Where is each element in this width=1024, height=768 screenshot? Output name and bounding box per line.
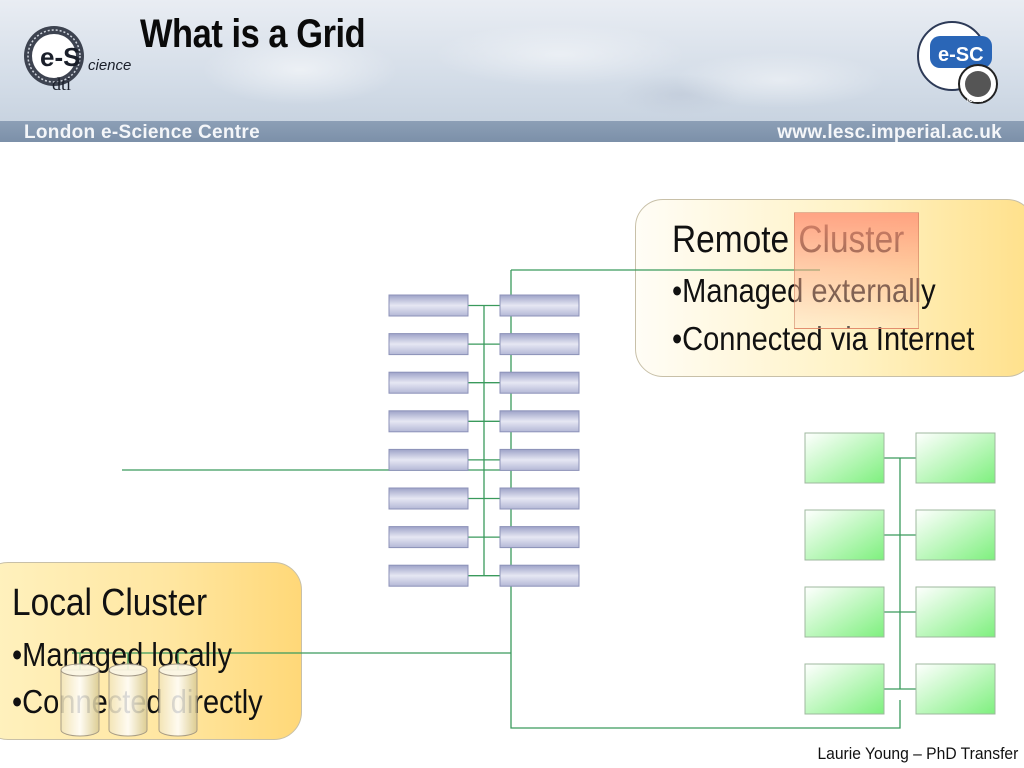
org-url[interactable]: www.lesc.imperial.ac.uk [777, 122, 1002, 142]
grid-node [388, 294, 469, 317]
page-title: What is a Grid [140, 12, 366, 56]
remote-node [804, 663, 885, 715]
grid-node [388, 564, 469, 587]
grid-node [388, 410, 469, 433]
grid-node [499, 371, 580, 394]
svg-text:e-S: e-S [40, 42, 80, 72]
svg-text:e-SC: e-SC [938, 44, 984, 66]
grid-node [499, 564, 580, 587]
org-name: London e-Science Centre [24, 122, 260, 142]
remote-node [915, 432, 996, 484]
grid-node [499, 333, 580, 356]
local-cluster-title: Local Cluster [12, 582, 208, 624]
remote-node [804, 509, 885, 561]
slide-footer: Laurie Young – PhD Transfer [817, 744, 1018, 763]
grid-node [388, 333, 469, 356]
grid-node [388, 487, 469, 510]
grid-node [499, 448, 580, 471]
local-cluster-item-managed: •Managed locally [12, 636, 233, 673]
remote-node [915, 586, 996, 638]
slide-header: e-S cience dti What is a Grid e-SC ICENI… [0, 0, 1024, 142]
remote-node [804, 432, 885, 484]
remote-node [915, 509, 996, 561]
world-map-background [0, 0, 1024, 142]
local-cluster-item-connected: •Connected directly [12, 683, 263, 720]
highlight-overlay [794, 212, 919, 329]
grid-node [388, 448, 469, 471]
lesc-iceni-logo-icon: e-SC ICENI [917, 21, 998, 104]
svg-text:cience: cience [88, 57, 131, 74]
remote-node [804, 586, 885, 638]
grid-node [388, 371, 469, 394]
remote-node [915, 663, 996, 715]
grid-node [499, 487, 580, 510]
local-cluster-callout [0, 562, 302, 740]
grid-node [499, 410, 580, 433]
grid-node [388, 526, 469, 549]
svg-text:dti: dti [52, 74, 71, 94]
grid-node [499, 294, 580, 317]
e-science-dti-logo-icon: e-S cience dti [24, 26, 131, 94]
grid-node [499, 526, 580, 549]
svg-text:ICENI: ICENI [967, 98, 983, 104]
header-band: London e-Science Centre www.lesc.imperia… [0, 121, 1024, 142]
